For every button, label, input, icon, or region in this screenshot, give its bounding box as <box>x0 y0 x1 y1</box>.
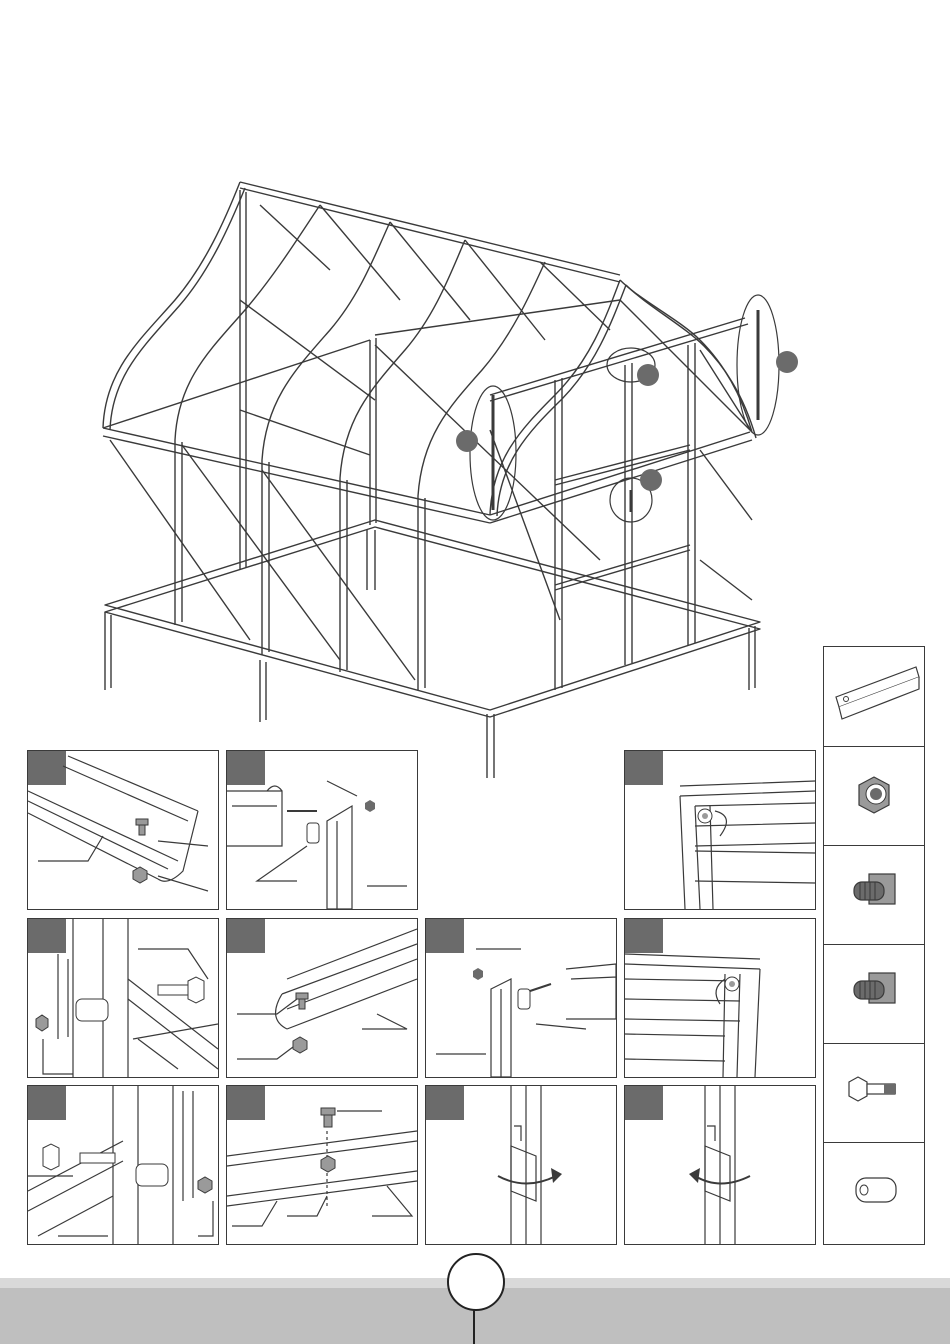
step-2 <box>226 750 418 910</box>
step-3 <box>624 750 816 910</box>
callout-door-handle <box>640 469 662 491</box>
bracket-attach-illustration <box>227 751 417 909</box>
page-marker-stem <box>473 1309 475 1344</box>
spacer-tube-icon <box>824 1142 924 1245</box>
channel-with-bolt-illustration <box>28 751 218 909</box>
rotate-clip-right-illustration <box>426 1086 616 1244</box>
step-4 <box>27 918 219 1078</box>
step-5 <box>226 918 418 1078</box>
square-head-bolt-alt-icon <box>824 944 924 1044</box>
step-10 <box>425 1085 617 1245</box>
page-number <box>447 1253 505 1311</box>
bracket-attach-mirror-illustration <box>426 919 616 1077</box>
greenhouse-frame-drawing <box>0 0 950 800</box>
hex-nut-icon <box>824 746 924 846</box>
hex-bolt-icon <box>824 1043 924 1143</box>
step-7 <box>624 918 816 1078</box>
callout-door-track-right <box>776 351 798 373</box>
step-8 <box>27 1085 219 1245</box>
callout-door-track-left <box>456 430 478 452</box>
bolt-spacer-mirror-illustration <box>28 1086 218 1244</box>
crossbar-bolt-illustration <box>227 1086 417 1244</box>
corner-bolt-mirror-illustration <box>625 919 815 1077</box>
step-1 <box>27 750 219 910</box>
step-11 <box>624 1085 816 1245</box>
parts-legend <box>823 646 925 1245</box>
channel-bolt-insert-illustration <box>227 919 417 1077</box>
rotate-clip-left-illustration <box>625 1086 815 1244</box>
step-9 <box>226 1085 418 1245</box>
step-6 <box>425 918 617 1078</box>
angle-bar-icon <box>824 647 924 746</box>
callout-door-top-roller <box>637 364 659 386</box>
bolt-through-spacer-illustration <box>28 919 218 1077</box>
corner-bolt-illustration <box>625 751 815 909</box>
square-head-bolt-icon <box>824 845 924 945</box>
